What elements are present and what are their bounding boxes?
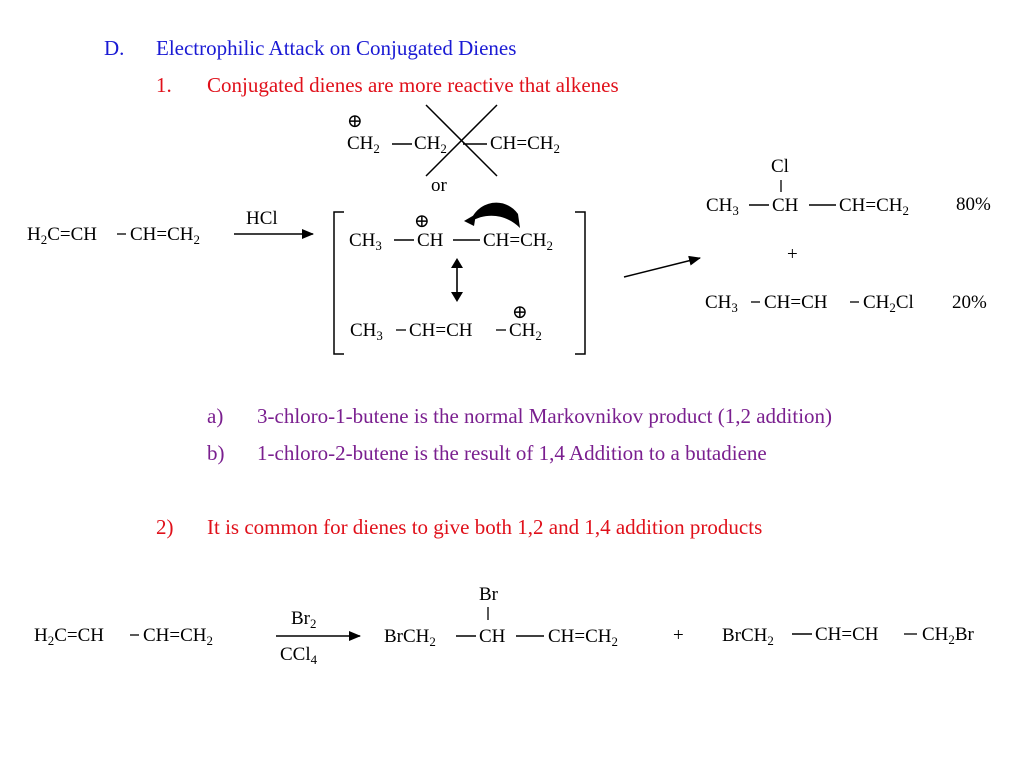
- prod1-group-3: CH=CH2: [839, 195, 909, 219]
- products-plus: +: [787, 244, 798, 265]
- res1-group-1: CH3: [349, 230, 382, 254]
- r2-reagent-top: Br2: [291, 608, 317, 632]
- prod1-group-1: CH3: [706, 195, 739, 219]
- r2-prod2-group-2: CH=CH: [815, 624, 879, 645]
- reactant-part-2: CH=CH2: [130, 224, 200, 248]
- reactant-part-1: H2C=CH: [27, 224, 97, 248]
- note-b-marker: b): [207, 441, 225, 465]
- r2-prod2-group-1: BrCH2: [722, 625, 774, 649]
- note-b-text: 1-chloro-2-butene is the result of 1,4 A…: [257, 441, 767, 465]
- crossed-group-2: CH2: [414, 133, 447, 157]
- res1-group-2: CH: [417, 230, 444, 251]
- r2-prod2-group-3: CH2Br: [922, 624, 974, 648]
- prod1-yield: 80%: [956, 194, 991, 215]
- res1-group-3: CH=CH2: [483, 230, 553, 254]
- res2-charge: ⊕: [512, 302, 528, 323]
- cross-line: [425, 104, 498, 177]
- note-a-marker: a): [207, 404, 224, 428]
- res2-group-3: CH2: [509, 320, 542, 344]
- crossed-group-3: CH=CH2: [490, 133, 560, 157]
- prod2-group-1: CH3: [705, 292, 738, 316]
- or-label: or: [431, 175, 447, 196]
- note-a-text: 3-chloro-1-butene is the normal Markovni…: [257, 404, 833, 428]
- curved-electron-arrow: [470, 202, 520, 228]
- r2-reagent-bottom: CCl4: [280, 644, 318, 668]
- crossed-group-1: CH2: [347, 133, 380, 157]
- cation-charge: ⊕: [347, 111, 363, 132]
- prod2-yield: 20%: [952, 292, 987, 313]
- point1-marker: 1.: [156, 73, 172, 97]
- heading-marker: D.: [104, 36, 125, 60]
- r2-prod1-substituent: Br: [479, 584, 498, 605]
- product-arrow: [623, 255, 701, 278]
- point2-text: It is common for dienes to give both 1,2…: [207, 515, 763, 539]
- r2-products-plus: +: [673, 625, 684, 646]
- res1-charge: ⊕: [414, 211, 430, 232]
- heading-title: Electrophilic Attack on Conjugated Diene…: [156, 36, 517, 60]
- prod2-group-3: CH2Cl: [863, 292, 914, 316]
- res2-group-2: CH=CH: [409, 320, 473, 341]
- right-bracket: [575, 211, 586, 355]
- prod2-group-2: CH=CH: [764, 292, 828, 313]
- point2-marker: 2): [156, 515, 174, 539]
- r2-prod1-group-1: BrCH2: [384, 626, 436, 650]
- r2-prod1-group-2: CH: [479, 626, 506, 647]
- prod1-substituent: Cl: [771, 156, 789, 177]
- reagent-hcl: HCl: [246, 208, 278, 229]
- left-bracket: [333, 211, 344, 355]
- resonance-arrowhead-down: [451, 292, 463, 302]
- r2-reactant-part-1: H2C=CH: [34, 625, 104, 649]
- r2-reactant-part-2: CH=CH2: [143, 625, 213, 649]
- point1-text: Conjugated dienes are more reactive that…: [207, 73, 619, 97]
- r2-prod1-group-3: CH=CH2: [548, 626, 618, 650]
- resonance-arrowhead-up: [451, 258, 463, 268]
- res2-group-1: CH3: [350, 320, 383, 344]
- curved-arrowhead: [464, 214, 476, 226]
- prod1-group-2: CH: [772, 195, 799, 216]
